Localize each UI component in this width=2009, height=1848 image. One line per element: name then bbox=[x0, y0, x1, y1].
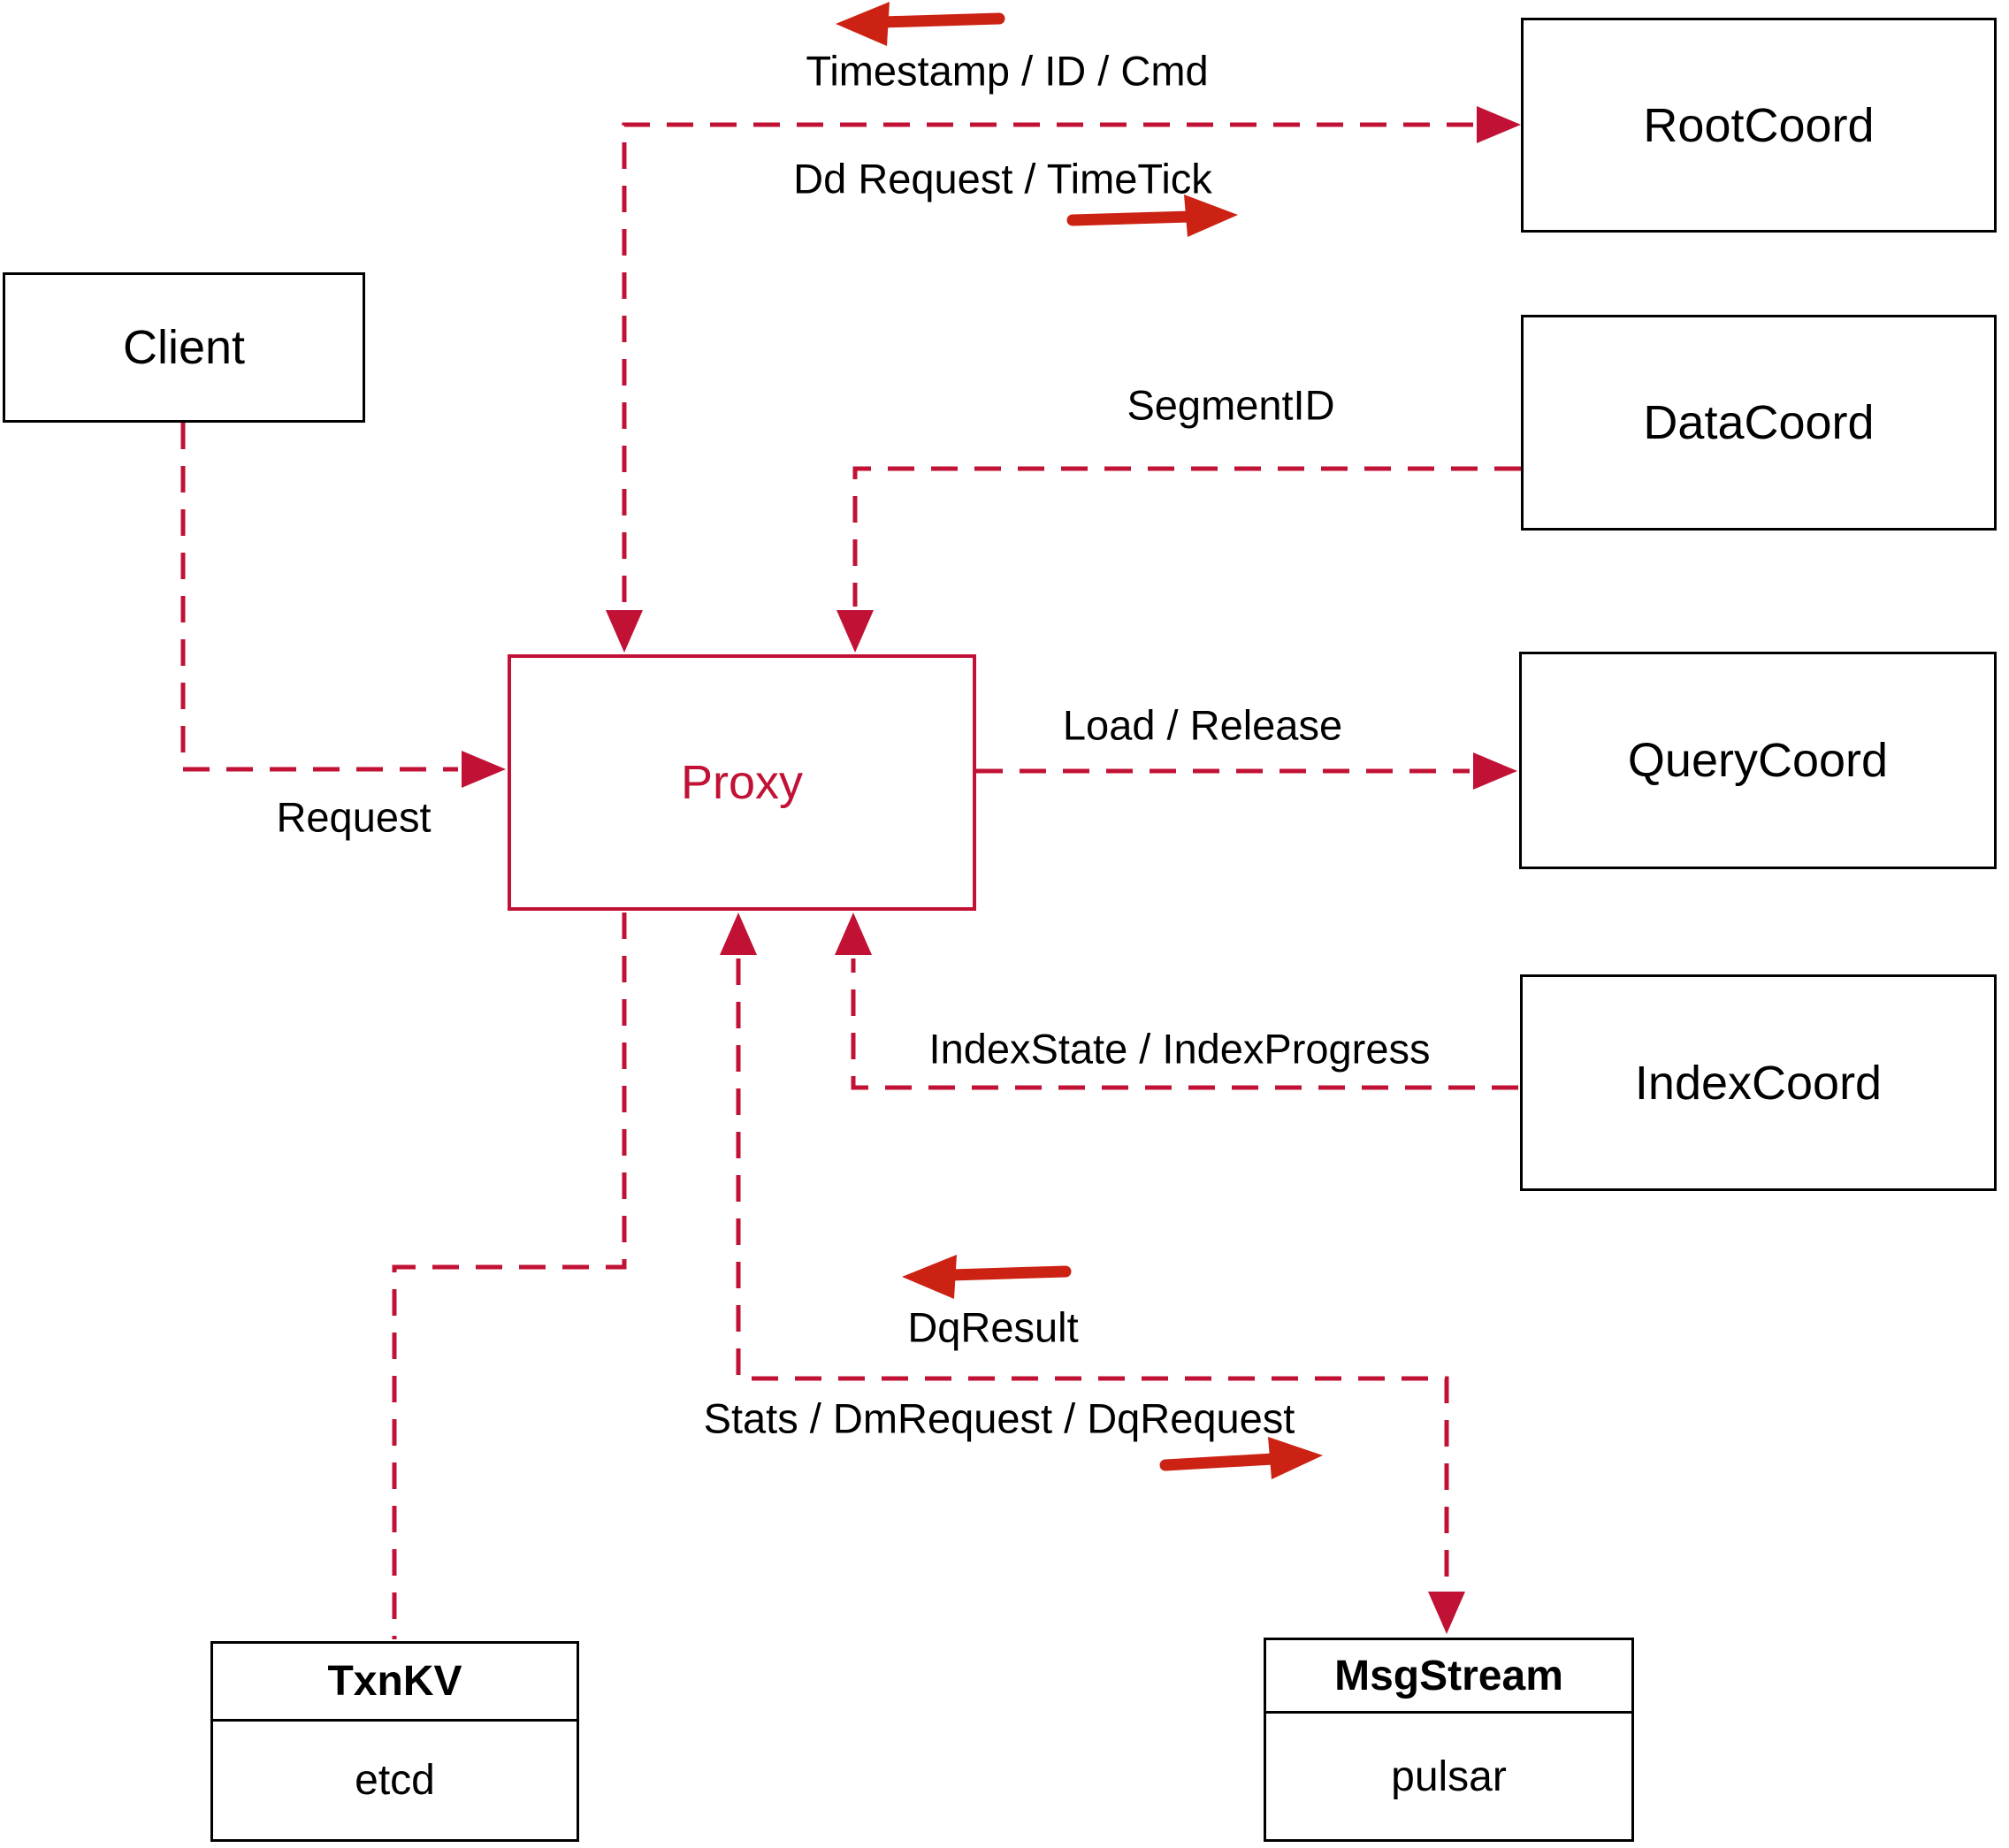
node-datacoord: DataCoord bbox=[1521, 315, 1997, 531]
direction-arrow-dd-request bbox=[1066, 195, 1238, 237]
edge-datacoord-proxy bbox=[852, 466, 1521, 607]
direction-arrow-timestamp bbox=[836, 2, 1005, 46]
edge-proxy-txnkv bbox=[392, 913, 627, 1639]
node-txnkv: TxnKV etcd bbox=[210, 1641, 579, 1842]
node-rootcoord-label: RootCoord bbox=[1643, 98, 1875, 152]
node-rootcoord: RootCoord bbox=[1521, 18, 1997, 233]
edge-label-request: Request bbox=[276, 793, 432, 841]
arrowhead-into-proxy-bottom-right bbox=[835, 913, 872, 955]
edge-label-index-state: IndexState / IndexProgress bbox=[928, 1025, 1431, 1073]
arrowhead-into-proxy-left bbox=[462, 751, 506, 788]
node-indexcoord-label: IndexCoord bbox=[1634, 1056, 1883, 1110]
node-txnkv-body: etcd bbox=[355, 1757, 435, 1804]
node-querycoord: QueryCoord bbox=[1519, 652, 1997, 869]
edge-label-dq-result: DqResult bbox=[907, 1303, 1079, 1351]
arrowhead-into-proxy-bottom-left bbox=[720, 913, 757, 955]
edge-proxy-msgstream bbox=[736, 958, 1449, 1588]
arrowhead-into-rootcoord bbox=[1477, 106, 1521, 143]
node-querycoord-label: QueryCoord bbox=[1627, 734, 1889, 787]
node-msgstream-title: MsgStream bbox=[1266, 1640, 1631, 1714]
edge-proxy-rootcoord bbox=[622, 122, 1473, 607]
node-txnkv-title: TxnKV bbox=[213, 1644, 577, 1722]
node-proxy-label: Proxy bbox=[680, 756, 804, 809]
edge-label-timestamp: Timestamp / ID / Cmd bbox=[806, 47, 1209, 95]
edge-label-segment-id: SegmentID bbox=[1127, 381, 1335, 429]
arrowhead-into-querycoord bbox=[1473, 752, 1517, 790]
arrowhead-into-msgstream bbox=[1428, 1592, 1465, 1634]
arrowhead-into-proxy-top-right bbox=[836, 610, 874, 653]
node-client-label: Client bbox=[122, 321, 246, 374]
node-client: Client bbox=[3, 272, 365, 423]
node-datacoord-label: DataCoord bbox=[1643, 396, 1875, 449]
edge-label-load-release: Load / Release bbox=[1062, 701, 1343, 749]
edge-label-dd-request: Dd Request / TimeTick bbox=[793, 155, 1212, 202]
node-msgstream-body: pulsar bbox=[1391, 1753, 1507, 1800]
edge-client-proxy bbox=[180, 423, 458, 772]
direction-arrow-dqresult bbox=[902, 1255, 1072, 1299]
node-msgstream: MsgStream pulsar bbox=[1264, 1638, 1634, 1842]
direction-arrow-stats bbox=[1159, 1437, 1323, 1479]
edge-label-stats: Stats / DmRequest / DqRequest bbox=[703, 1394, 1295, 1442]
node-indexcoord: IndexCoord bbox=[1520, 974, 1997, 1191]
node-proxy: Proxy bbox=[508, 654, 976, 911]
arrowhead-into-proxy-top-left bbox=[606, 610, 643, 653]
edge-indexcoord-proxy bbox=[851, 958, 1518, 1090]
